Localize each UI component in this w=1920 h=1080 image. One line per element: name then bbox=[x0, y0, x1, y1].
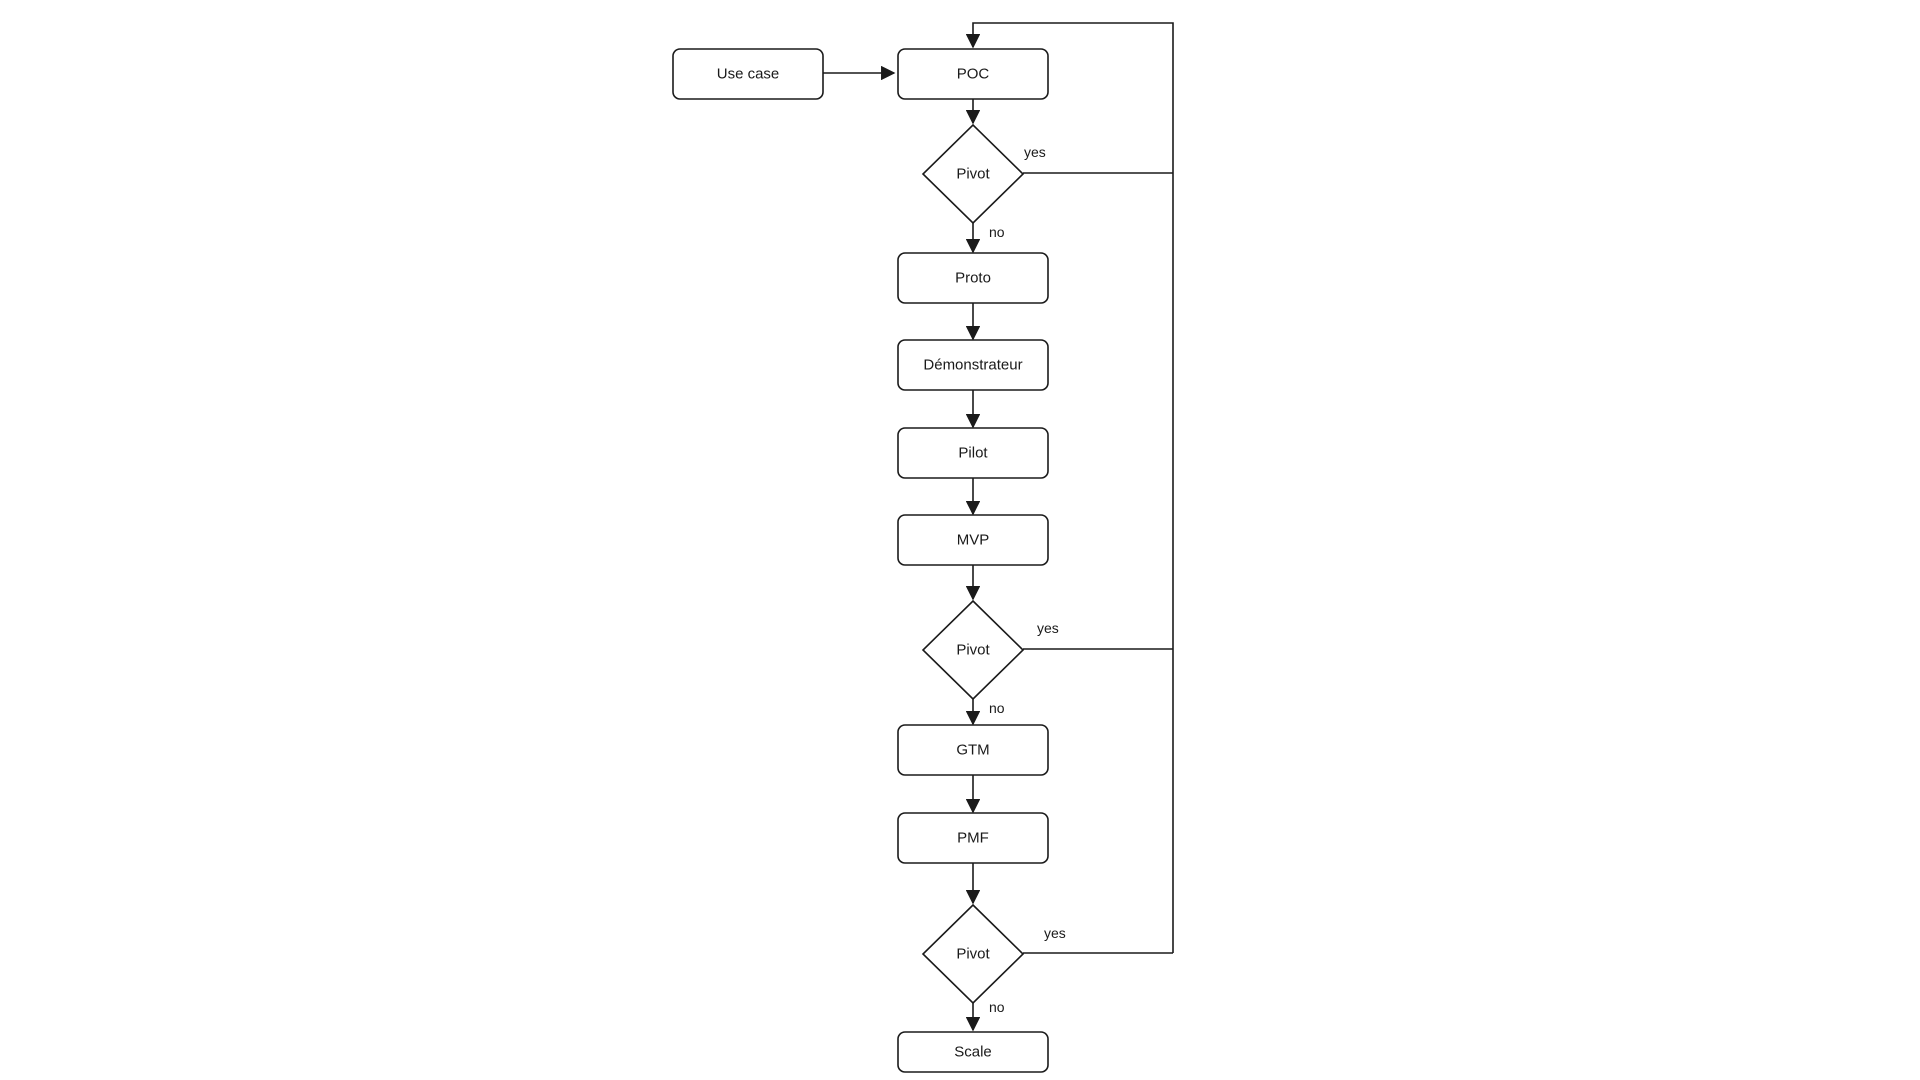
edge-label-pivot1-yes: yes bbox=[1024, 144, 1046, 160]
node-use-case-box bbox=[672, 48, 824, 100]
node-scale[interactable]: Scale bbox=[897, 1031, 1049, 1073]
node-pmf-box bbox=[897, 812, 1049, 864]
node-proto-box bbox=[897, 252, 1049, 304]
node-pilot-label: Pilot bbox=[958, 445, 988, 462]
node-use-case[interactable]: Use case bbox=[672, 48, 824, 100]
node-demonstrateur-label: Démonstrateur bbox=[923, 357, 1022, 374]
node-demonstrateur-box bbox=[897, 339, 1049, 391]
node-pivot-1-shape bbox=[921, 123, 1025, 225]
node-mvp[interactable]: MVP bbox=[897, 514, 1049, 566]
node-scale-label: Scale bbox=[954, 1044, 992, 1061]
node-pivot-2-label: Pivot bbox=[956, 642, 990, 659]
edge-label-pivot2-no: no bbox=[989, 700, 1005, 716]
node-proto-label: Proto bbox=[955, 270, 991, 287]
node-poc-label: POC bbox=[957, 66, 990, 83]
node-pivot-3-shape bbox=[921, 903, 1025, 1005]
edge-labels: yes no yes no yes no bbox=[989, 144, 1066, 1015]
edge-label-pivot2-yes: yes bbox=[1037, 620, 1059, 636]
node-demonstrateur[interactable]: Démonstrateur bbox=[897, 339, 1049, 391]
node-use-case-label: Use case bbox=[717, 66, 780, 83]
node-pivot-2[interactable]: Pivot bbox=[921, 599, 1025, 701]
edge-label-pivot3-yes: yes bbox=[1044, 925, 1066, 941]
node-poc[interactable]: POC bbox=[897, 48, 1049, 100]
node-gtm-label: GTM bbox=[956, 742, 989, 759]
node-gtm-box bbox=[897, 724, 1049, 776]
node-mvp-label: MVP bbox=[957, 532, 990, 549]
node-pmf-label: PMF bbox=[957, 830, 989, 847]
node-mvp-box bbox=[897, 514, 1049, 566]
node-pilot[interactable]: Pilot bbox=[897, 427, 1049, 479]
edges bbox=[823, 22, 1174, 1032]
node-gtm[interactable]: GTM bbox=[897, 724, 1049, 776]
node-proto[interactable]: Proto bbox=[897, 252, 1049, 304]
nodes: Use case POC Pivot Proto Démonstrateur P… bbox=[672, 48, 1049, 1073]
node-pivot-2-shape bbox=[921, 599, 1025, 701]
node-pivot-3-label: Pivot bbox=[956, 946, 990, 963]
node-pivot-1[interactable]: Pivot bbox=[921, 123, 1025, 225]
node-scale-box bbox=[897, 1031, 1049, 1073]
edge-label-pivot3-no: no bbox=[989, 999, 1005, 1015]
node-poc-box bbox=[897, 48, 1049, 100]
node-pivot-3[interactable]: Pivot bbox=[921, 903, 1025, 1005]
node-pivot-1-label: Pivot bbox=[956, 166, 990, 183]
edge-label-pivot1-no: no bbox=[989, 224, 1005, 240]
node-pilot-box bbox=[897, 427, 1049, 479]
edge-loop-trunk-to-poc bbox=[965, 22, 1174, 953]
node-pmf[interactable]: PMF bbox=[897, 812, 1049, 864]
